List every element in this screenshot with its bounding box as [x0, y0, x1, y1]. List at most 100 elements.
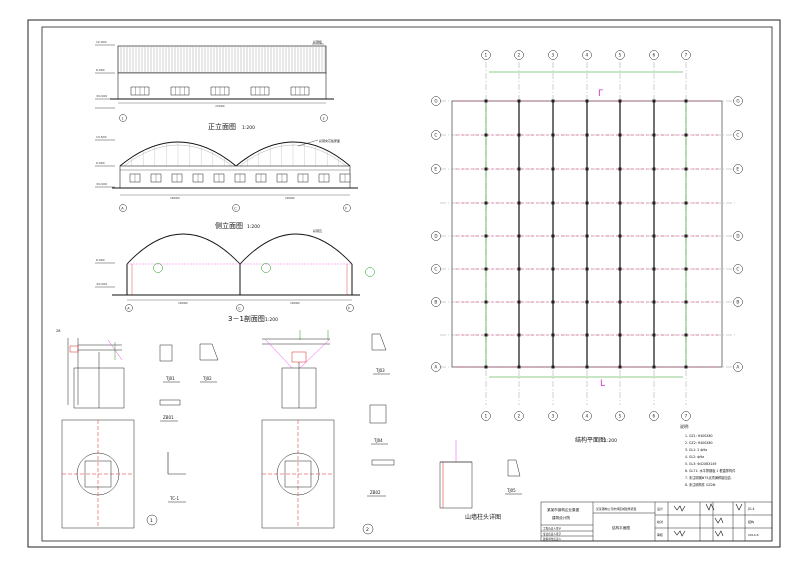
svg-text:±0.000: ±0.000 — [96, 282, 107, 286]
axis-bubble — [615, 411, 625, 421]
drawing-name: 结构平面图 — [612, 525, 630, 530]
axis-label: G — [736, 99, 739, 104]
detail-tj04: TJ04 — [369, 404, 388, 445]
column-marker — [684, 300, 688, 304]
axis-label: E — [434, 167, 437, 172]
column-marker — [684, 167, 688, 171]
axis-bubble — [431, 96, 441, 106]
column-marker — [484, 365, 488, 369]
column-marker — [652, 167, 656, 171]
axis-bubble — [548, 411, 558, 421]
drawing-date: 2014.6 — [748, 533, 759, 537]
note-4: 4. GL2: ф9a — [685, 455, 704, 459]
svg-text:18000: 18000 — [290, 301, 300, 305]
column-marker — [618, 234, 622, 238]
svg-text:±0.000: ±0.000 — [96, 94, 107, 98]
column-marker — [551, 99, 555, 103]
column-marker — [484, 267, 488, 271]
column-marker — [517, 234, 521, 238]
axis-label: 4 — [586, 53, 589, 58]
svg-text:F: F — [348, 307, 350, 311]
axis-bubble — [681, 50, 691, 60]
column-plan-detail-2 — [261, 419, 374, 535]
detail-1-column-base: 28 — [56, 329, 125, 409]
side-axis-a: A — [121, 207, 124, 211]
axis-bubble — [733, 264, 743, 274]
axis-bubble — [514, 411, 524, 421]
column-marker — [684, 333, 688, 337]
axis-label: 2 — [518, 414, 521, 419]
svg-text:18000: 18000 — [170, 196, 180, 200]
column-marker — [618, 133, 622, 137]
axis-bubble — [431, 362, 441, 372]
front-elevation-title: 正立面图 — [208, 122, 236, 131]
column-marker — [684, 201, 688, 205]
axis-label: D — [434, 234, 437, 239]
arch-rib-lines — [131, 143, 339, 166]
axis-label: C — [434, 133, 437, 138]
column-marker — [652, 365, 656, 369]
svg-text:18000: 18000 — [285, 196, 295, 200]
column-marker — [585, 267, 589, 271]
detail-tj01: TJ01 — [159, 344, 180, 383]
label-tj03: TJ03 — [375, 368, 385, 373]
column-marker — [618, 167, 622, 171]
axis-bubble — [582, 50, 592, 60]
section-title: 3－1剖面图 — [228, 314, 265, 323]
axis-label: D — [736, 234, 739, 239]
side-elevation: 13.500 6.000 ±0.000 18000 18000 A C F 彩钢… — [95, 135, 358, 230]
svg-text:1: 1 — [122, 117, 124, 121]
svg-text:6.000: 6.000 — [96, 258, 105, 262]
svg-text:13.500: 13.500 — [96, 135, 107, 139]
detail-tj02: TJ02 — [199, 343, 219, 383]
note-7: 7. 未注明钢Φ75点须满焊接加劲. — [685, 475, 732, 480]
axis-label: 5 — [619, 53, 622, 58]
signoff-cell-2: 专业负责人签字 — [543, 532, 562, 536]
label-approve: 审核 — [657, 532, 663, 537]
svg-text:彩钢瓦: 彩钢瓦 — [313, 228, 322, 233]
column-marker — [517, 267, 521, 271]
axis-bubble — [582, 411, 592, 421]
svg-text:72000: 72000 — [215, 104, 225, 108]
inner-border — [41, 26, 773, 542]
axis-bubble — [481, 50, 491, 60]
axis-bubble — [681, 411, 691, 421]
axis-label: C — [736, 133, 739, 138]
column-marker — [652, 333, 656, 337]
column-marker — [517, 99, 521, 103]
roof-seam-lines — [120, 47, 326, 72]
axis-bubble — [615, 50, 625, 60]
roof-plan-scale: 1:200 — [604, 438, 617, 444]
notes-block: 说明: 1. GZ1: H400X80 2. GZ2: H400X80 3. G… — [680, 423, 736, 487]
detail-tj05: TJ05 — [505, 459, 522, 495]
column-marker — [551, 300, 555, 304]
column-marker — [551, 333, 555, 337]
side-axis-c: C — [234, 207, 237, 211]
column-marker — [618, 201, 622, 205]
column-marker — [618, 267, 622, 271]
signoff-cell-3: 建筑单位负责人 — [543, 537, 562, 541]
column-marker — [517, 300, 521, 304]
section-view: 6.000 ±0.000 18000 18000 A C F 彩钢瓦 3－1剖面… — [95, 228, 375, 323]
svg-text:C: C — [238, 307, 241, 311]
label-tc1: TC-1 — [169, 496, 179, 501]
svg-text:6.000: 6.000 — [96, 161, 105, 165]
axis-bubble — [733, 362, 743, 372]
column-marker — [618, 365, 622, 369]
note-6: 6. GL71: 水平撑钢板 1 根直撑构件 — [685, 468, 736, 473]
detail-number-1: 1 — [150, 518, 153, 524]
detail-number-2: 2 — [366, 527, 369, 533]
axis-label: A — [736, 365, 739, 370]
label-zb01: ZB01 — [163, 415, 174, 420]
side-axis-f: F — [345, 207, 347, 211]
axis-bubble — [548, 50, 558, 60]
column-marker — [652, 234, 656, 238]
axis-label: C — [736, 267, 739, 272]
axis-label: 4 — [586, 414, 589, 419]
column-marker — [585, 99, 589, 103]
axis-label: E — [736, 167, 739, 172]
column-marker — [484, 99, 488, 103]
column-marker — [517, 133, 521, 137]
axis-bubble — [649, 50, 659, 60]
